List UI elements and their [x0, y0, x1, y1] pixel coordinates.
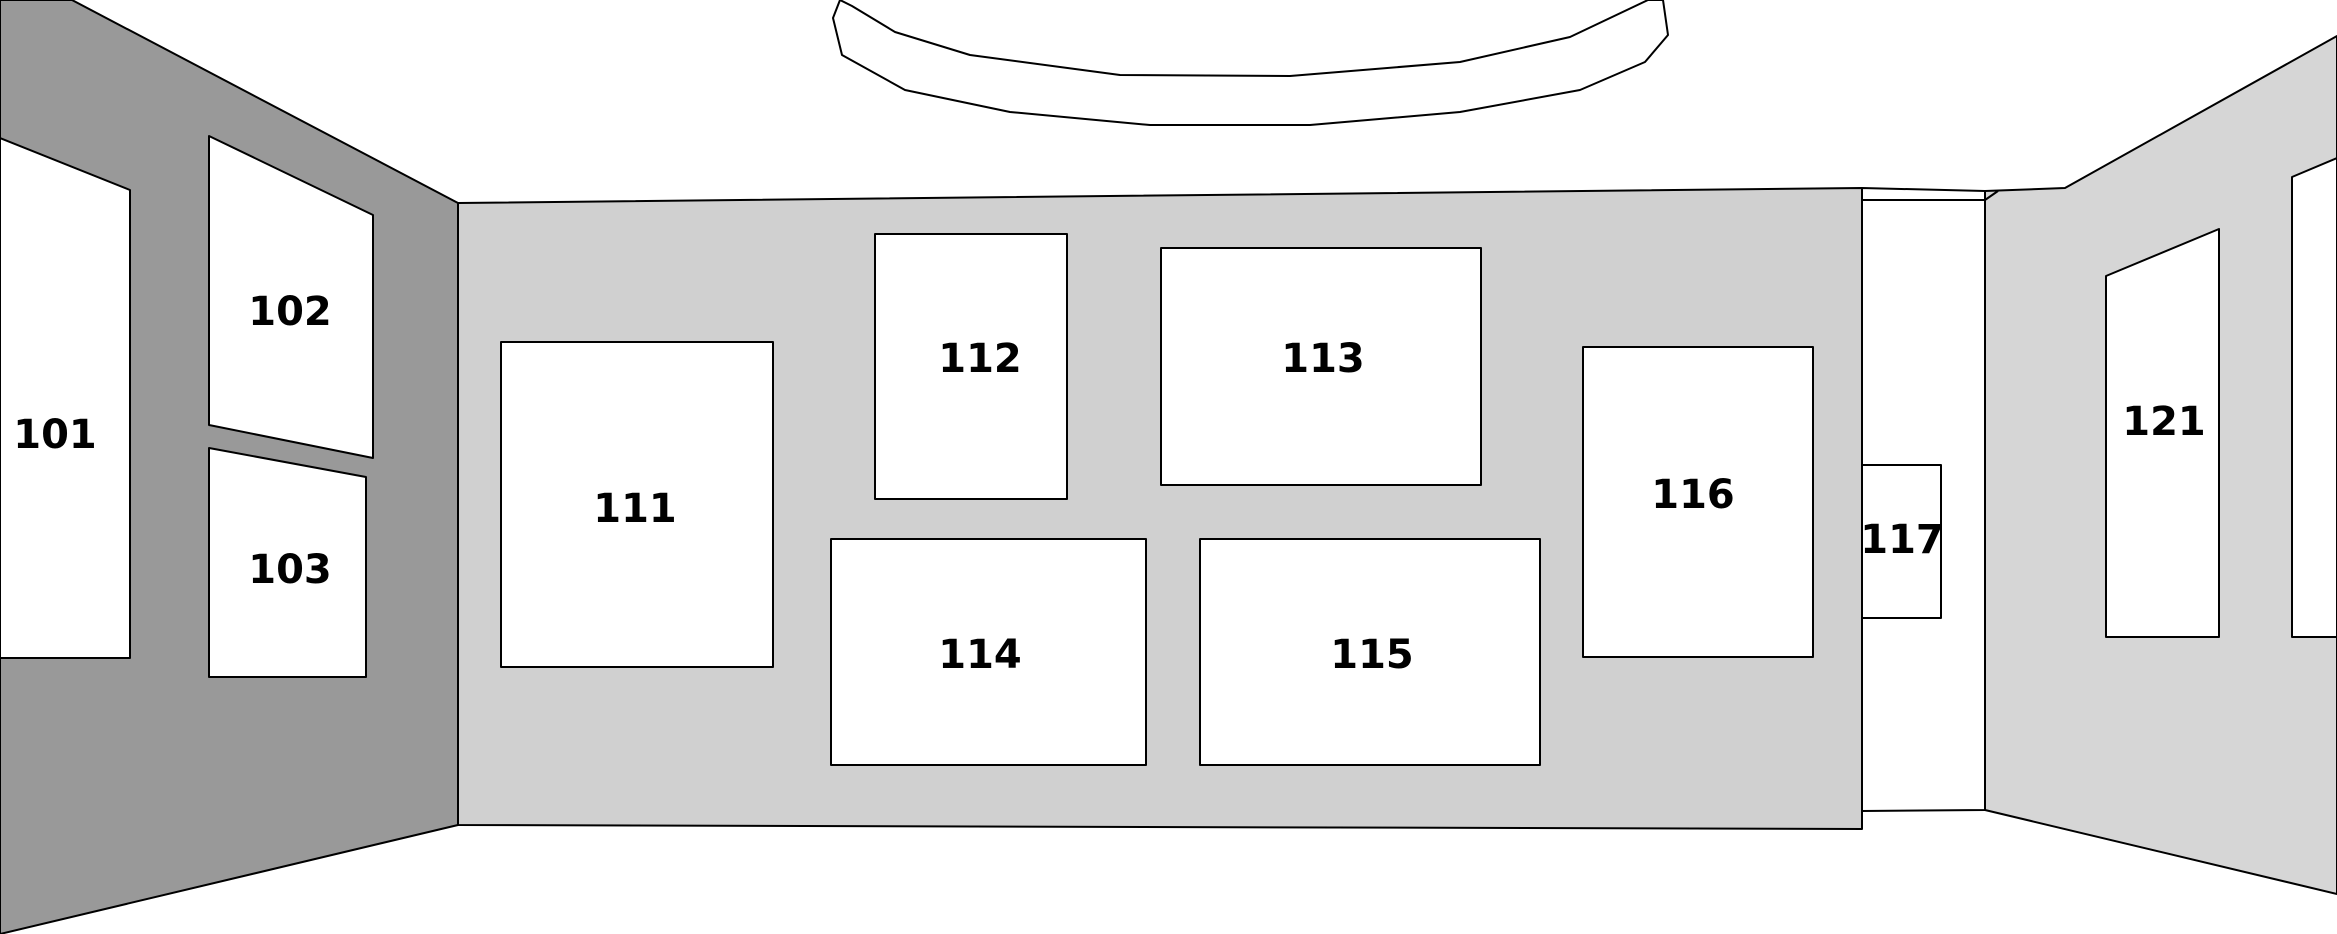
doorway-corner-edge [1984, 190, 1999, 201]
frame-117-label: 117 [1860, 517, 1944, 563]
frame-117[interactable]: 117 [1860, 464, 1944, 619]
frame-113-label: 113 [1281, 336, 1365, 382]
frame-103-canvas [208, 447, 367, 678]
frame-101[interactable]: 101 [0, 137, 131, 659]
frame-right-edge-canvas [2291, 157, 2337, 638]
ceiling-light-fixture [832, 0, 1669, 126]
frame-111[interactable]: 111 [500, 341, 774, 668]
frame-121-label: 121 [2122, 399, 2206, 445]
frame-112-canvas [874, 233, 1068, 500]
frame-114-canvas [830, 538, 1147, 766]
frame-112[interactable]: 112 [874, 233, 1068, 500]
frame-101-label: 101 [13, 412, 97, 458]
frame-114[interactable]: 114 [830, 538, 1147, 766]
frame-115-label: 115 [1330, 632, 1414, 678]
frame-102[interactable]: 102 [208, 135, 374, 459]
frame-121[interactable]: 121 [2105, 228, 2220, 638]
frame-103-label: 103 [248, 547, 332, 593]
frame-116-canvas [1582, 346, 1814, 658]
frame-116[interactable]: 116 [1582, 346, 1814, 658]
frame-114-label: 114 [938, 632, 1022, 678]
frame-102-label: 102 [248, 289, 332, 335]
frame-111-canvas [500, 341, 774, 668]
frame-111-label: 111 [593, 486, 677, 532]
frame-112-label: 112 [938, 336, 1022, 382]
frame-right-edge-partial[interactable] [2291, 157, 2337, 638]
frame-117-canvas [1861, 464, 1942, 619]
frame-115[interactable]: 115 [1199, 538, 1541, 766]
frame-116-label: 116 [1651, 472, 1735, 518]
frame-101-canvas [0, 137, 131, 659]
frame-115-canvas [1199, 538, 1541, 766]
frame-102-canvas [208, 135, 374, 459]
frame-121-canvas [2105, 228, 2220, 638]
frame-103[interactable]: 103 [208, 447, 367, 678]
frame-113-canvas [1160, 247, 1482, 486]
frame-113[interactable]: 113 [1160, 247, 1482, 486]
